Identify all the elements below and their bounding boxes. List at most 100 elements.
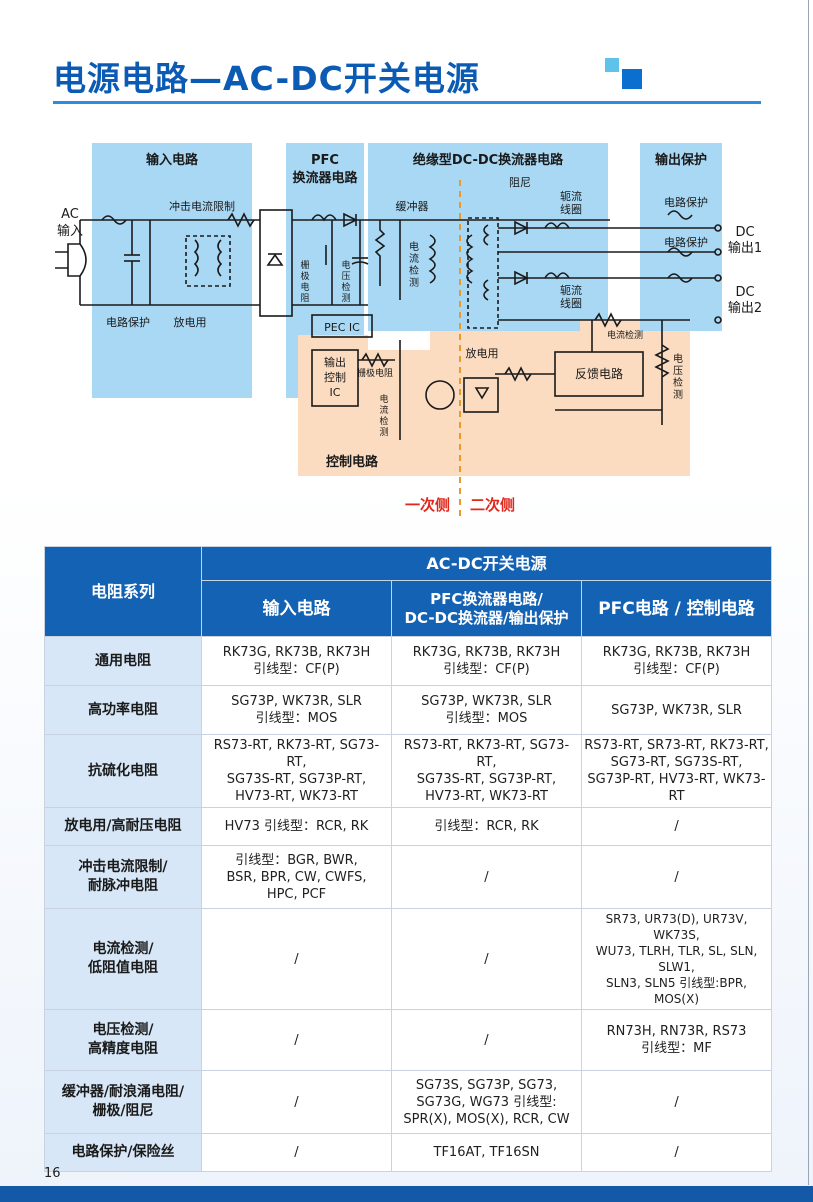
damping-label: 阻尼: [509, 176, 531, 189]
region-pfc-title-2: 换流器电路: [292, 170, 358, 186]
table-cell-col3: /: [580, 845, 773, 909]
choke2-label-2: 线圈: [560, 296, 582, 310]
vdet-a-label-4: 测: [341, 293, 350, 304]
cell-line: SG73G, WG73 引线型:: [416, 1094, 557, 1110]
region-output-title: 输出保护: [655, 152, 707, 168]
table-cell-col3: /: [580, 1070, 773, 1134]
choke1-label-1: 轭流: [560, 189, 582, 203]
row-header: 高功率电阻: [44, 685, 202, 735]
header-col-pfc-dcdc-line1: PFC换流器电路/: [430, 589, 543, 608]
dc1-label-1: DC: [735, 225, 754, 240]
idet-a-label-1: 电: [409, 240, 419, 253]
vdet-b-label-2: 压: [673, 365, 683, 377]
cell-line: 引线型：CF(P): [633, 662, 720, 677]
header-series: 电阻系列: [44, 546, 202, 637]
table-cell-col2: TF16AT, TF16SN: [391, 1133, 582, 1172]
cell-line: /: [484, 1032, 489, 1048]
vdet-b-label-1: 电: [673, 352, 683, 365]
idet-a-label-4: 测: [409, 276, 419, 289]
row-header-line: 高功率电阻: [88, 701, 158, 718]
region-output: [640, 143, 722, 331]
row-header: 抗硫化电阻: [44, 734, 202, 808]
cell-line: /: [484, 951, 489, 967]
dc2-label-2: 输出2: [728, 300, 762, 316]
header-col-pfc-dcdc: PFC换流器电路/ DC-DC换流器/输出保护: [391, 580, 582, 637]
table-cell-col1: /: [201, 1133, 392, 1172]
row-header: 冲击电流限制/耐脉冲电阻: [44, 845, 202, 909]
page-title: 电源电路—AC-DC开关电源: [53, 59, 480, 98]
choke1-label-2: 线圈: [560, 202, 582, 216]
header-col-pfc-dcdc-line2: DC-DC换流器/输出保护: [404, 608, 569, 627]
cell-line: /: [674, 1145, 679, 1160]
cell-line: SG73P, WK73R, SLR: [611, 702, 742, 718]
page-number: 16: [44, 1166, 61, 1181]
row-header-line: 栅极/阻尼: [92, 1103, 154, 1119]
row-header-line: 抗硫化电阻: [88, 762, 158, 779]
table-cell-col2: /: [391, 845, 582, 909]
region-pfc-title-1: PFC: [311, 153, 339, 168]
cell-line: SG73P-RT, HV73-RT, WK73-RT: [587, 772, 766, 804]
cell-line: RS73-RT, RK73-RT, SG73-RT,: [403, 738, 570, 770]
vdet-a-label-2: 压: [341, 271, 350, 282]
row-header: 电压检测/高精度电阻: [44, 1009, 202, 1071]
dc1-label-2: 输出1: [728, 240, 762, 256]
ac-label-2: 输入: [57, 223, 83, 239]
cell-line: 引线型：MF: [641, 1041, 712, 1056]
cell-line: RS73-RT, RK73-RT, SG73-RT,: [213, 738, 380, 770]
cell-line: /: [294, 1094, 299, 1110]
row-header-line: 电路保护/保险丝: [71, 1144, 175, 1160]
region-control: [298, 320, 690, 476]
table-cell-col3: RS73-RT, SR73-RT, RK73-RT,SG73-RT, SG73S…: [580, 734, 773, 808]
region-control-title: 控制电路: [326, 454, 379, 470]
cell-line: 引线型：CF(P): [253, 662, 340, 677]
cell-line: SR73, UR73(D), UR73V, WK73S,: [605, 912, 748, 942]
cell-line: /: [674, 1094, 679, 1110]
circuit-protect-o2-label: 电路保护: [664, 235, 708, 249]
table-row: 抗硫化电阻 RS73-RT, RK73-RT, SG73-RT, SG73S-RT,…: [44, 734, 773, 808]
current-det-label: 电流检测: [607, 329, 643, 341]
table-cell-col3: SG73P, WK73R, SLR: [580, 685, 773, 735]
table-cell-col1: /: [201, 908, 392, 1010]
cell-line: /: [674, 819, 679, 834]
vdet-b-label-4: 测: [673, 388, 683, 401]
cell-line: /: [294, 951, 299, 967]
cell-line: SPR(X), MOS(X), RCR, CW: [403, 1111, 570, 1127]
row-header-line: 电压检测/: [92, 1022, 154, 1038]
secondary-side-label: 二次侧: [470, 496, 515, 514]
row-header-line: 电流检测/: [92, 941, 154, 957]
cell-line: /: [674, 869, 679, 885]
idet-a-label-3: 检: [409, 264, 419, 277]
cell-line: SG73S-RT, SG73P-RT,: [416, 772, 557, 787]
header-col-pfc-control: PFC电路 / 控制电路: [580, 580, 773, 637]
circuit-diagram-svg: 输入电路 PFC 换流器电路 绝缘型DC-DC换流器电路 输出保护 控制电路 一…: [55, 143, 762, 520]
cell-line: 引线型：MOS: [255, 711, 338, 726]
table-cell-col2: RS73-RT, RK73-RT, SG73-RT, SG73S-RT, SG73…: [391, 734, 582, 808]
idet-b-label-4: 测: [379, 427, 388, 438]
table-cell-col1: /: [201, 1009, 392, 1071]
row-header-line: 低阻值电阻: [88, 960, 158, 976]
vdet-a-label-3: 检: [341, 281, 350, 293]
table-cell-col2: /: [391, 1009, 582, 1071]
gate-r2-label: 栅极电阻: [357, 367, 393, 379]
out-ctrl-label-2: 控制: [324, 370, 346, 384]
header-col-input: 输入电路: [201, 580, 392, 637]
title-accent-square-small: [605, 58, 619, 72]
circuit-protect-o1-label: 电路保护: [664, 195, 708, 209]
region-input: [92, 143, 252, 398]
idet-b-label-3: 检: [379, 415, 388, 427]
title-underline: [53, 101, 761, 104]
cell-line: 引线型：BGR, BWR,: [235, 852, 358, 868]
table-row: 缓冲器/耐浪涌电阻/栅极/阻尼/SG73S, SG73P, SG73,SG73G…: [44, 1070, 773, 1134]
cell-line: SG73P, WK73R, SLR: [421, 694, 552, 709]
discharge-label: 放电用: [174, 315, 207, 329]
idet-a-label-2: 流: [409, 252, 419, 265]
table-cell-col1: 引线型：BGR, BWR,BSR, BPR, CW, CWFS,HPC, PCF: [201, 845, 392, 909]
